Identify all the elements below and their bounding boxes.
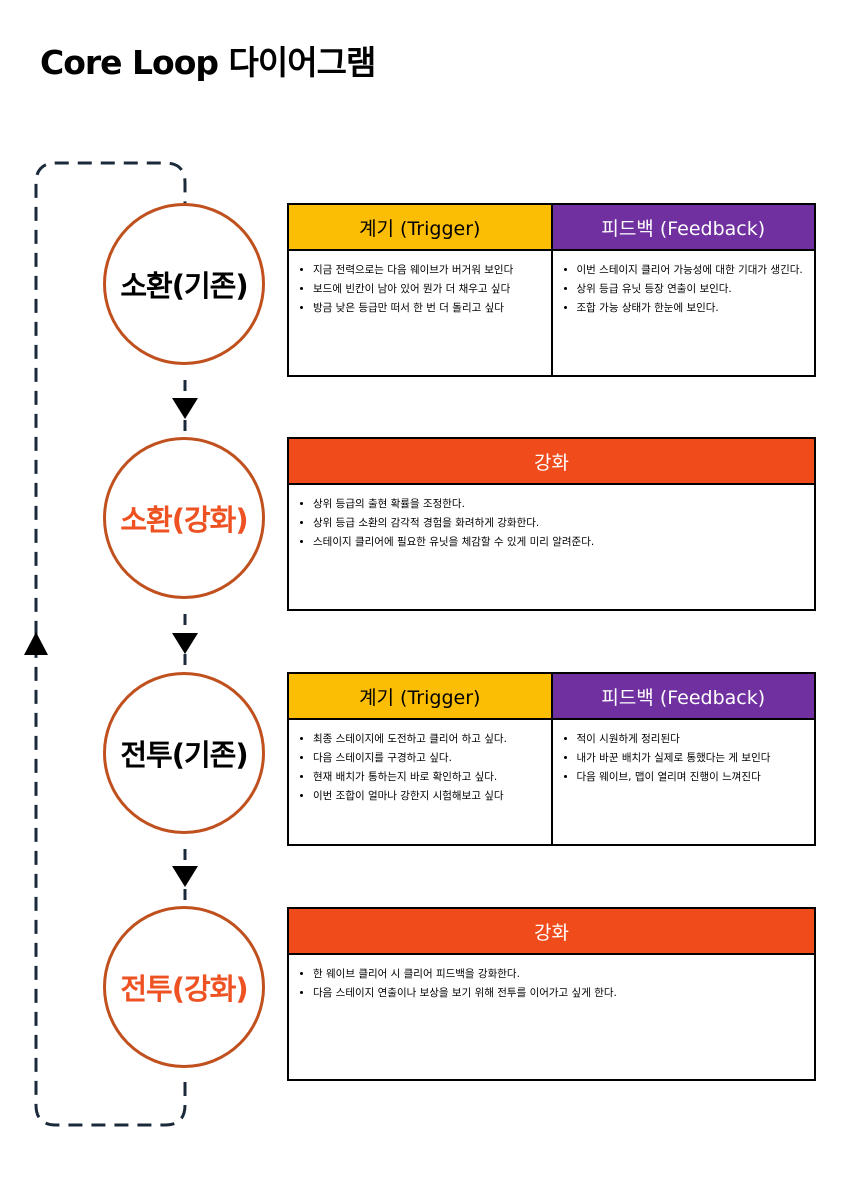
stage-circle-battle-enhanced: 전투(강화) bbox=[103, 906, 265, 1068]
stage-circle-summon-basic: 소환(기존) bbox=[103, 203, 265, 365]
list-item: 다음 스테이지 연출이나 보상을 보기 위해 전투를 이어가고 싶게 한다. bbox=[313, 984, 814, 1003]
trigger-list: 최종 스테이지에 도전하고 클리어 하고 싶다. 다음 스테이지를 구경하고 싶… bbox=[289, 730, 551, 806]
feedback-column: 피드백 (Feedback) 적이 시원하게 정리된다 내가 바꾼 배치가 실제… bbox=[550, 674, 815, 844]
summon-enhance-panel: 강화 상위 등급의 출현 확률을 조정한다. 상위 등급 소환의 감각적 경험을… bbox=[287, 437, 816, 611]
list-item: 지금 전력으로는 다음 웨이브가 버거워 보인다 bbox=[313, 261, 551, 280]
stage-circle-summon-enhanced: 소환(강화) bbox=[103, 437, 265, 599]
trigger-column: 계기 (Trigger) 최종 스테이지에 도전하고 클리어 하고 싶다. 다음… bbox=[289, 674, 551, 844]
list-item: 내가 바꾼 배치가 실제로 통했다는 게 보인다 bbox=[577, 749, 815, 768]
list-item: 방금 낮은 등급만 떠서 한 번 더 돌리고 싶다 bbox=[313, 299, 551, 318]
list-item: 상위 등급 소환의 감각적 경험을 화려하게 강화한다. bbox=[313, 514, 814, 533]
enhance-list: 한 웨이브 클리어 시 클리어 피드백을 강화한다. 다음 스테이지 연출이나 … bbox=[289, 965, 814, 1003]
down-arrow-icon-3 bbox=[172, 866, 198, 887]
list-item: 상위 등급 유닛 등장 연출이 보인다. bbox=[577, 280, 815, 299]
enhance-header: 강화 bbox=[289, 909, 814, 955]
trigger-column: 계기 (Trigger) 지금 전력으로는 다음 웨이브가 버거워 보인다 보드… bbox=[289, 205, 551, 375]
battle-enhance-panel: 강화 한 웨이브 클리어 시 클리어 피드백을 강화한다. 다음 스테이지 연출… bbox=[287, 907, 816, 1081]
loop-back-arrow-icon bbox=[24, 632, 48, 655]
list-item: 스테이지 클리어에 필요한 유닛을 체감할 수 있게 미리 알려준다. bbox=[313, 533, 814, 552]
trigger-header: 계기 (Trigger) bbox=[289, 674, 551, 720]
feedback-header: 피드백 (Feedback) bbox=[552, 674, 814, 720]
list-item: 현재 배치가 통하는지 바로 확인하고 싶다. bbox=[313, 768, 551, 787]
down-arrow-icon-2 bbox=[172, 633, 198, 654]
list-item: 보드에 빈칸이 남아 있어 뭔가 더 채우고 싶다 bbox=[313, 280, 551, 299]
summon-basic-panel: 계기 (Trigger) 지금 전력으로는 다음 웨이브가 버거워 보인다 보드… bbox=[287, 203, 816, 377]
list-item: 다음 스테이지를 구경하고 싶다. bbox=[313, 749, 551, 768]
list-item: 상위 등급의 출현 확률을 조정한다. bbox=[313, 495, 814, 514]
feedback-list: 적이 시원하게 정리된다 내가 바꾼 배치가 실제로 통했다는 게 보인다 다음… bbox=[553, 730, 815, 787]
list-item: 한 웨이브 클리어 시 클리어 피드백을 강화한다. bbox=[313, 965, 814, 984]
enhance-header: 강화 bbox=[289, 439, 814, 485]
list-item: 이번 스테이지 클리어 가능성에 대한 기대가 생긴다. bbox=[577, 261, 815, 280]
feedback-column: 피드백 (Feedback) 이번 스테이지 클리어 가능성에 대한 기대가 생… bbox=[550, 205, 815, 375]
list-item: 최종 스테이지에 도전하고 클리어 하고 싶다. bbox=[313, 730, 551, 749]
list-item: 다음 웨이브, 맵이 열리며 진행이 느껴진다 bbox=[577, 768, 815, 787]
page-title: Core Loop 다이어그램 bbox=[40, 43, 376, 82]
list-item: 이번 조합이 얼마나 강한지 시험해보고 싶다 bbox=[313, 787, 551, 806]
down-arrow-icon-1 bbox=[172, 398, 198, 419]
enhance-list: 상위 등급의 출현 확률을 조정한다. 상위 등급 소환의 감각적 경험을 화려… bbox=[289, 495, 814, 552]
feedback-list: 이번 스테이지 클리어 가능성에 대한 기대가 생긴다. 상위 등급 유닛 등장… bbox=[553, 261, 815, 318]
list-item: 적이 시원하게 정리된다 bbox=[577, 730, 815, 749]
trigger-header: 계기 (Trigger) bbox=[289, 205, 551, 251]
stage-circle-battle-basic: 전투(기존) bbox=[103, 672, 265, 834]
battle-basic-panel: 계기 (Trigger) 최종 스테이지에 도전하고 클리어 하고 싶다. 다음… bbox=[287, 672, 816, 846]
feedback-header: 피드백 (Feedback) bbox=[552, 205, 814, 251]
list-item: 조합 가능 상태가 한눈에 보인다. bbox=[577, 299, 815, 318]
trigger-list: 지금 전력으로는 다음 웨이브가 버거워 보인다 보드에 빈칸이 남아 있어 뭔… bbox=[289, 261, 551, 318]
